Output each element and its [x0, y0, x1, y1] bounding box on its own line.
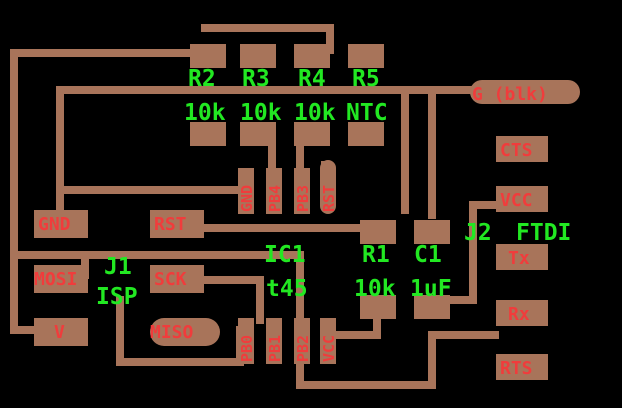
ic1-ref: IC1 — [264, 242, 306, 268]
pad-ic-top-2 — [266, 168, 282, 214]
pads — [34, 44, 580, 380]
ic-pin-vcc: VCC — [320, 335, 338, 362]
j2-ref: J2 — [464, 220, 492, 246]
r4-value: 10k — [294, 100, 336, 126]
trace-sck — [191, 276, 264, 324]
pad-vcc — [496, 186, 548, 212]
c1-value: 1uF — [410, 276, 452, 302]
pad-isp-sck — [150, 265, 204, 293]
isp-gnd-label: GND — [38, 214, 71, 235]
pad-rts — [496, 354, 548, 380]
pad-r5-top — [348, 44, 384, 68]
ic-pin-gnd: GND — [238, 185, 256, 212]
isp-sck-label: SCK — [154, 269, 187, 290]
ftdi-g-label: G (blk) — [472, 84, 548, 105]
pad-ic-top-1 — [238, 168, 254, 214]
ic-pin-labels: GND PB4 PB3 RST PB0 PB1 PB2 VCC — [238, 185, 338, 362]
pad-isp-mosi — [34, 265, 88, 293]
pad-rx — [496, 300, 548, 326]
isp-miso-label: MISO — [150, 322, 194, 343]
pad-isp-gnd — [34, 210, 88, 238]
isp-v-label: V — [54, 322, 65, 343]
pad-r4-bottom — [294, 122, 330, 146]
pad-ic-bot-3 — [294, 318, 310, 364]
pad-r3-bottom — [240, 122, 276, 146]
trace-rx — [296, 331, 499, 389]
pad-ic-top-4 — [320, 160, 336, 214]
isp-rst-label: RST — [154, 214, 187, 235]
pad-r5-bottom — [348, 122, 384, 146]
ic-pin-pb3: PB3 — [294, 185, 312, 212]
pad-c1-bottom — [414, 295, 450, 319]
r2-value: 10k — [184, 100, 226, 126]
pad-r1-top — [360, 220, 396, 244]
ic-pin-pb1: PB1 — [266, 335, 284, 362]
ftdi-vcc-label: VCC — [500, 190, 533, 211]
pad-isp-miso — [150, 318, 220, 346]
pad-ic-bot-2 — [266, 318, 282, 364]
r1-ref: R1 — [362, 242, 390, 268]
pad-isp-rst — [150, 210, 204, 238]
ic-pin-rst: RST — [320, 185, 338, 212]
pad-ic-bot-4 — [320, 318, 336, 364]
ftdi-rx-label: Rx — [508, 304, 530, 325]
r1-value: 10k — [354, 276, 396, 302]
ic1-value: t45 — [266, 276, 308, 302]
pad-g-blk — [470, 80, 580, 104]
c1-ref: C1 — [414, 242, 442, 268]
pad-ic-bot-1 — [238, 318, 254, 364]
j2-value: FTDI — [516, 220, 571, 246]
isp-mosi-label: MOSI — [34, 269, 77, 290]
ic-pin-pb4: PB4 — [266, 185, 284, 212]
pad-c1-top — [414, 220, 450, 244]
pad-labels: G (blk) CTS VCC Tx Rx RTS GND MOSI V RST… — [34, 84, 548, 379]
ftdi-tx-label: Tx — [508, 248, 530, 269]
ftdi-cts-label: CTS — [500, 140, 533, 161]
pad-cts — [496, 136, 548, 162]
r3-ref: R3 — [242, 66, 270, 92]
pad-r3-top — [240, 44, 276, 68]
ftdi-rts-label: RTS — [500, 358, 533, 379]
ic-pin-pb0: PB0 — [238, 335, 256, 362]
pad-r2-top — [190, 44, 226, 68]
r3-value: 10k — [240, 100, 282, 126]
r4-ref: R4 — [298, 66, 326, 92]
trace-vcc-ftdi — [441, 201, 499, 304]
ic-pin-pb2: PB2 — [294, 335, 312, 362]
pad-tx — [496, 244, 548, 270]
j1-value: ISP — [96, 284, 138, 310]
j1-ref: J1 — [104, 254, 132, 280]
resistor-labels: R2 R3 R4 R5 10k 10k 10k NTC IC1 t45 R1 1… — [96, 66, 571, 310]
pad-r1-bottom — [360, 295, 396, 319]
pad-ic-top-3 — [294, 168, 310, 214]
pad-r2-bottom — [190, 122, 226, 146]
r5-value: NTC — [346, 100, 388, 126]
r5-ref: R5 — [352, 66, 380, 92]
r2-ref: R2 — [188, 66, 216, 92]
pad-isp-v — [34, 318, 88, 346]
pad-r4-top — [294, 44, 330, 68]
